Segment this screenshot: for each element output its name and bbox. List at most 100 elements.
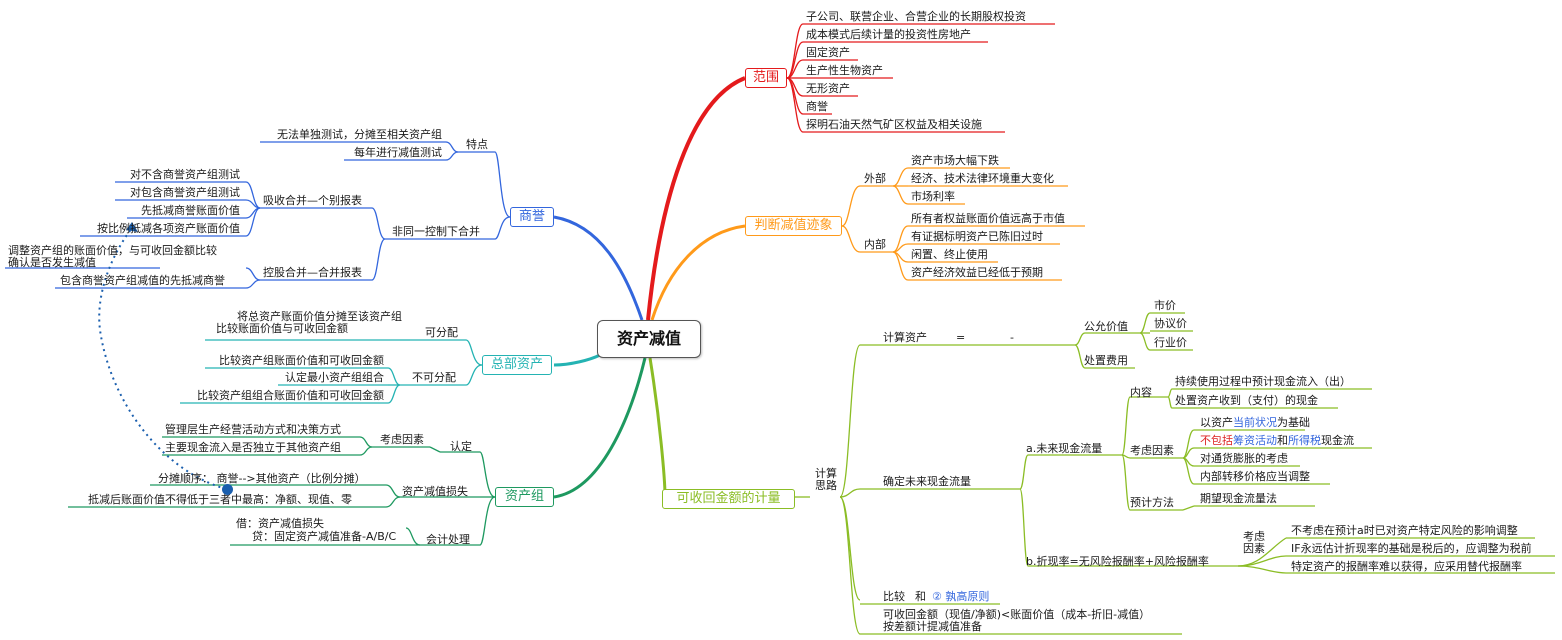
branch-line-signs <box>650 224 746 321</box>
factor-2-financing: 筹资活动 <box>1233 434 1277 447</box>
cashflow-factor-2: 不包括筹资活动和所得税现金流 <box>1200 434 1354 447</box>
topic-impairment-signs[interactable]: 判断减值迹象 <box>745 216 842 236</box>
signs-internal-label: 内部 <box>864 238 886 251</box>
hq-non-allocable-label: 不可分配 <box>412 371 456 384</box>
cashflow-label: 确定未来现金流量 <box>883 475 971 488</box>
group-loss-label: 资产减值损失 <box>402 485 468 498</box>
fair-value-label: 公允价值 <box>1084 320 1128 333</box>
goodwill-absorb-item: 对包含商誉资产组测试 <box>130 186 240 199</box>
hq-non-allocable-item: 比较资产组组合账面价值和可收回金额 <box>197 389 384 402</box>
goodwill-holding-item: 确认是否发生减值 <box>8 256 96 269</box>
hq-allocable-label: 可分配 <box>425 326 458 339</box>
factor-1-prefix: 以资产 <box>1200 416 1233 429</box>
factor-2-tax: 所得税 <box>1288 434 1321 447</box>
fair-value-item: 行业价 <box>1154 336 1187 349</box>
hq-allocable-item: 将总资产账面价值分摊至该资产组 <box>237 310 402 323</box>
signs-external-item: 资产市场大幅下跌 <box>911 154 999 167</box>
cashflow-content-label: 内容 <box>1130 386 1152 399</box>
group-loss-item: 抵减后账面价值不得低于三者中最高：净额、现值、零 <box>88 493 352 506</box>
topic-asset-group[interactable]: 资产组 <box>495 487 554 507</box>
topic-range[interactable]: 范围 <box>745 68 787 88</box>
range-item: 子公司、联营企业、合营企业的长期股权投资 <box>806 10 1026 23</box>
goodwill-features-label: 特点 <box>466 138 488 151</box>
branch-line-range <box>646 76 746 321</box>
group-accounting-item: 贷：固定资产减值准备-A/B/C <box>252 530 397 543</box>
factor-2-and: 和 <box>1277 434 1288 447</box>
goodwill-feature-item: 每年进行减值测试 <box>354 146 442 159</box>
link-arrow <box>98 227 227 490</box>
cashflow-factor-3: 对通货膨胀的考虑 <box>1200 452 1288 465</box>
cashflow-content-item: 持续使用过程中预计现金流入（出） <box>1175 375 1351 388</box>
range-item: 生产性生物资产 <box>806 64 883 77</box>
range-item: 无形资产 <box>806 82 850 95</box>
thinking-label-1: 计算 <box>815 467 837 480</box>
goodwill-holding-item: 调整资产组的账面价值，与可收回金额比较 <box>8 244 217 257</box>
signs-internal-item: 闲置、终止使用 <box>911 248 988 261</box>
group-recognize-label: 认定 <box>450 440 472 453</box>
thinking-label-2: 思路 <box>815 479 837 492</box>
group-factor-item: 管理层生产经营活动方式和决策方式 <box>165 423 341 436</box>
compare-label: 比较 <box>883 590 905 603</box>
calc-equals: = <box>956 331 966 344</box>
branch-line-hq <box>553 353 601 367</box>
branch-line-group <box>553 357 647 499</box>
cashflow-method-label: 预计方法 <box>1130 496 1174 509</box>
central-topic[interactable]: 资产减值 <box>597 320 701 358</box>
link-arrowhead <box>126 222 138 232</box>
group-accounting-item: 借：资产减值损失 <box>236 517 324 530</box>
disposal-cost-label: 处置费用 <box>1084 354 1128 367</box>
factor-2-exclude: 不包括 <box>1200 434 1233 447</box>
goodwill-absorb-item: 对不含商誉资产组测试 <box>130 168 240 181</box>
range-item: 固定资产 <box>806 46 850 59</box>
cashflow-factors-label: 考虑因素 <box>1130 444 1174 457</box>
group-factors-label: 考虑因素 <box>380 433 424 446</box>
fair-value-item: 协议价 <box>1154 317 1187 330</box>
hq-connectors <box>180 339 483 404</box>
discount-rate-label: b.折现率=无风险报酬率+风险报酬率 <box>1026 555 1209 568</box>
factor-2-suffix: 现金流 <box>1321 434 1354 447</box>
group-connectors <box>68 436 496 546</box>
branch-line-goodwill <box>553 215 644 321</box>
range-item: 探明石油天然气矿区权益及相关设施 <box>806 118 982 131</box>
branch-line-recoverable <box>648 357 667 497</box>
fair-value-item: 市价 <box>1154 299 1176 312</box>
cashflow-factor-1: 以资产当前状况为基础 <box>1200 416 1310 429</box>
topic-recoverable-amount[interactable]: 可收回金额的计量 <box>662 489 795 509</box>
goodwill-non-common-control: 非同一控制下合并 <box>392 225 480 238</box>
signs-external-item: 市场利率 <box>911 190 955 203</box>
goodwill-connectors <box>5 141 511 289</box>
discount-factors-label-1: 考虑 <box>1243 530 1265 543</box>
topic-hq-assets[interactable]: 总部资产 <box>482 355 552 375</box>
cashflow-factor-4: 内部转移价格应当调整 <box>1200 470 1310 483</box>
signs-external-item: 经济、技术法律环境重大变化 <box>911 172 1054 185</box>
recoverable-connectors <box>795 312 1555 635</box>
conclusion-line-1: 可收回金额（现值/净额)<账面价值（成本-折旧-减值） <box>883 608 1151 621</box>
group-accounting-label: 会计处理 <box>426 533 470 546</box>
goodwill-absorb-item: 先抵减商誉账面价值 <box>141 204 240 217</box>
range-connectors <box>786 23 1055 133</box>
hq-allocable-item: 比较账面价值与可收回金额 <box>216 322 348 335</box>
conclusion-line-2: 按差额计提减值准备 <box>883 620 982 633</box>
factor-1-highlight: 当前状况 <box>1233 416 1277 429</box>
cashflow-content-item: 处置资产收到（支付）的现金 <box>1175 394 1318 407</box>
goodwill-holding-label: 控股合并—合并报表 <box>263 266 362 279</box>
goodwill-absorb-label: 吸收合并—个别报表 <box>263 194 362 207</box>
cashflow-a-label: a.未来现金流量 <box>1026 442 1103 455</box>
discount-factor-item: 不考虑在预计a时已对资产特定风险的影响调整 <box>1291 524 1518 537</box>
topic-goodwill[interactable]: 商誉 <box>510 207 554 227</box>
group-loss-item: 分摊顺序： 商誉-->其他资产（比例分摊） <box>158 472 366 485</box>
signs-external-label: 外部 <box>864 172 886 185</box>
compare-and: 和 <box>915 590 926 603</box>
group-factor-item: 主要现金流入是否独立于其他资产组 <box>165 441 341 454</box>
goodwill-absorb-item: 按比例抵减各项资产账面价值 <box>97 222 240 235</box>
range-item: 成本模式后续计量的投资性房地产 <box>806 28 971 41</box>
goodwill-holding-item: 包含商誉资产组减值的先抵减商誉 <box>60 274 225 287</box>
signs-internal-item: 有证据标明资产已陈旧过时 <box>911 230 1043 243</box>
hq-non-allocable-item: 比较资产组账面价值和可收回金额 <box>219 354 384 367</box>
calc-minus: - <box>1010 331 1014 344</box>
signs-internal-item: 所有者权益账面价值远高于市值 <box>911 212 1065 225</box>
factor-1-suffix: 为基础 <box>1277 416 1310 429</box>
discount-factor-item: 特定资产的报酬率难以获得，应采用替代报酬率 <box>1291 560 1522 573</box>
goodwill-feature-item: 无法单独测试，分摊至相关资产组 <box>277 128 442 141</box>
